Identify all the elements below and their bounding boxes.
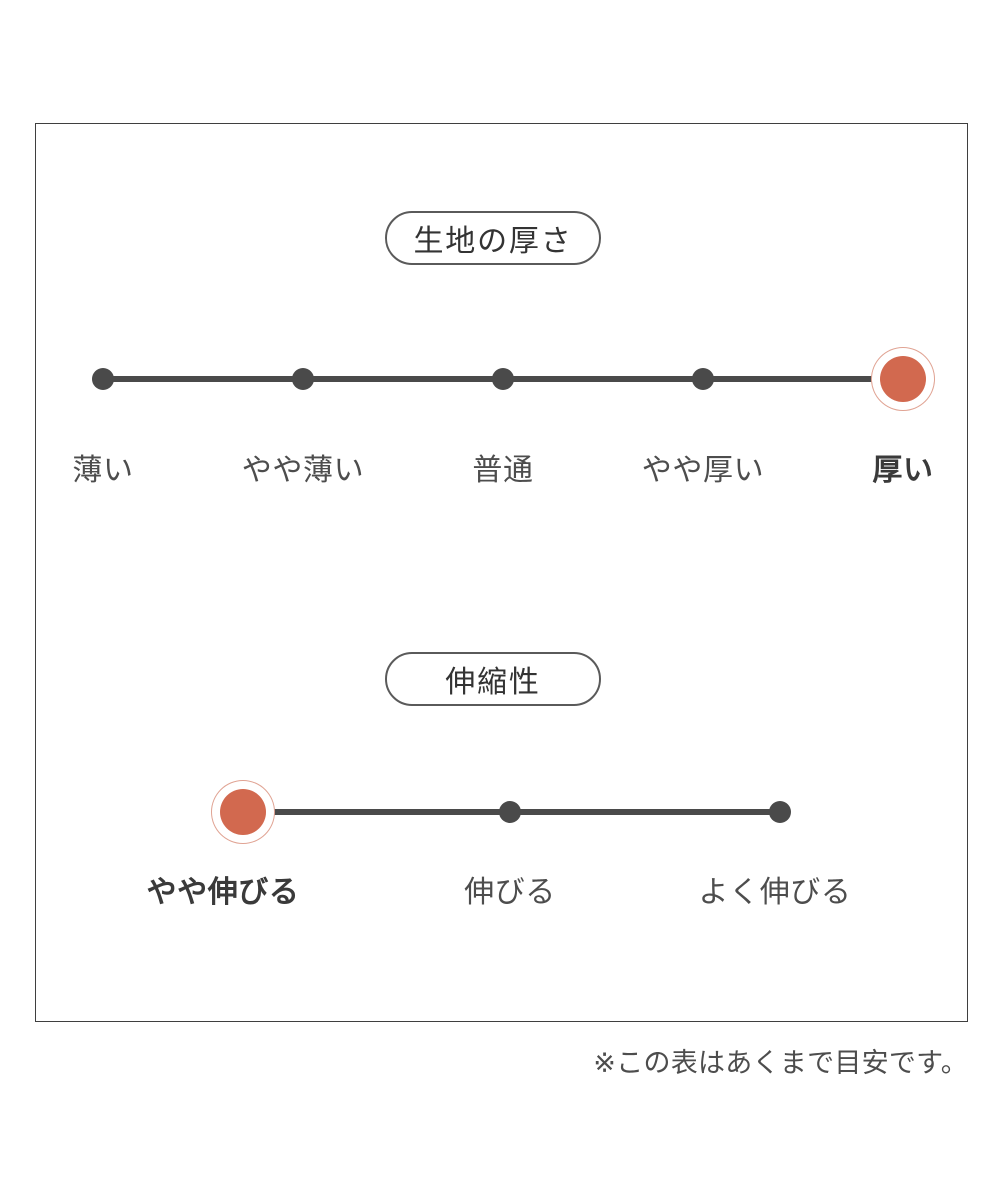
scale-label-thin: 薄い xyxy=(72,454,134,487)
scale-dot-normal[interactable] xyxy=(492,368,514,390)
section-heading-stretchiness: 伸縮性 xyxy=(385,652,601,706)
scale-dot-slightly-stretchy-selected[interactable] xyxy=(220,789,266,835)
scale-label-thick-selected: 厚い xyxy=(872,454,934,487)
section-heading-label: 生地の厚さ xyxy=(413,225,573,258)
scale-label-stretchy: 伸びる xyxy=(464,876,556,909)
scale-dot-somewhat-thin[interactable] xyxy=(292,368,314,390)
scale-dot-somewhat-thick[interactable] xyxy=(692,368,714,390)
scale-dot-thin[interactable] xyxy=(92,368,114,390)
scale-dot-very-stretchy[interactable] xyxy=(769,801,791,823)
section-heading-label: 伸縮性 xyxy=(445,666,541,699)
section-heading-fabric-thickness: 生地の厚さ xyxy=(385,211,601,265)
scale-label-somewhat-thick: やや厚い xyxy=(641,454,765,487)
fabric-spec-card xyxy=(35,123,968,1022)
scale-label-normal: 普通 xyxy=(472,454,534,487)
scale-dot-stretchy[interactable] xyxy=(499,801,521,823)
scale-dot-thick-selected[interactable] xyxy=(880,356,926,402)
scale-label-slightly-stretchy-selected: やや伸びる xyxy=(146,876,300,909)
scale-label-somewhat-thin: やや薄い xyxy=(241,454,365,487)
disclaimer-note: ※この表はあくまで目安です。 xyxy=(593,1048,968,1078)
scale-label-very-stretchy: よく伸びる xyxy=(698,876,852,909)
